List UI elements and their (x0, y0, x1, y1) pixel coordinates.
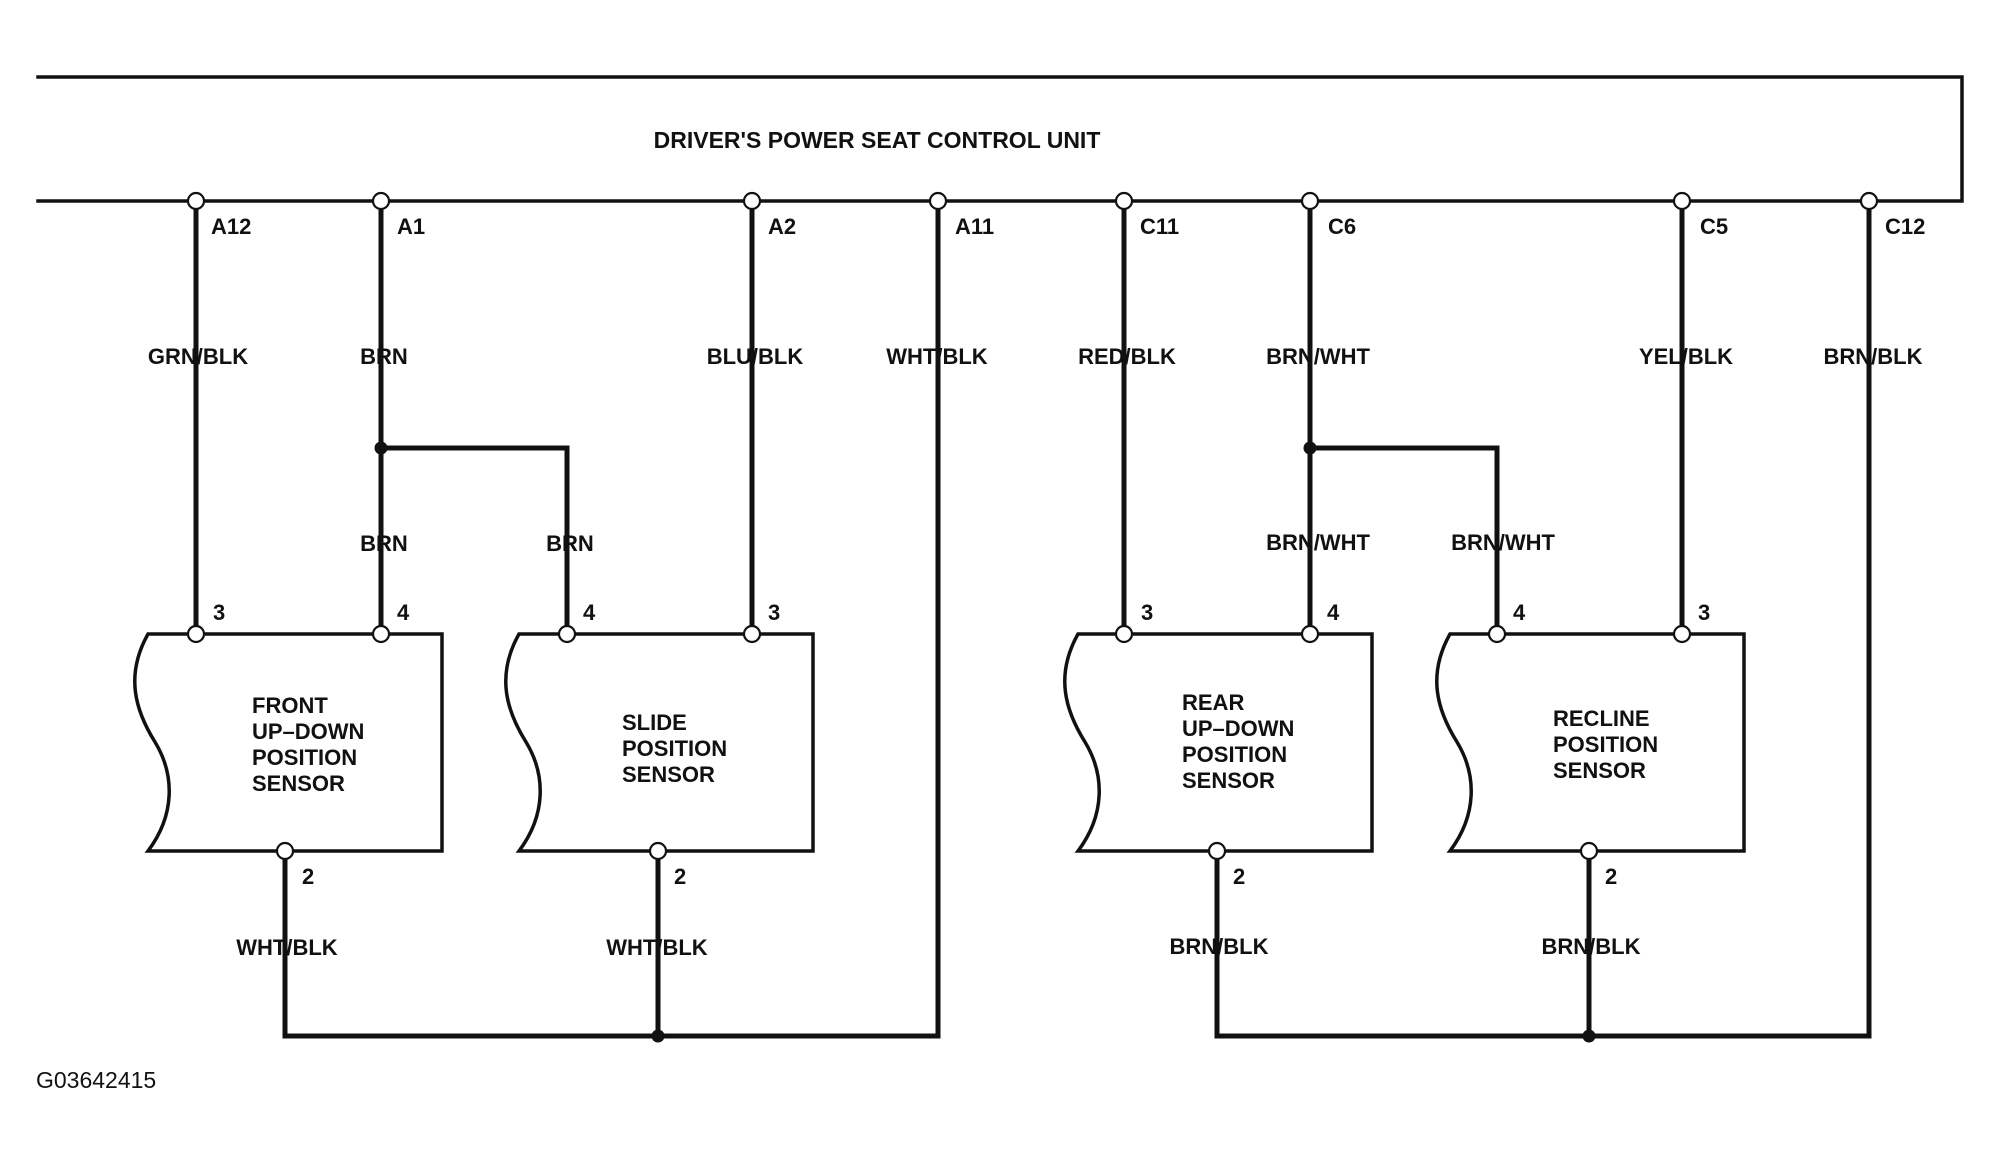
pin-label: 3 (1698, 600, 1710, 625)
sensor-name-line: POSITION (1553, 732, 1658, 757)
figure-id: G03642415 (36, 1067, 156, 1093)
sensor-recline-position: RECLINE POSITION SENSOR (1435, 632, 1746, 853)
wire-color-a1: BRN (360, 344, 408, 369)
sensor-name-line: POSITION (1182, 742, 1287, 767)
sensor-name-line: SLIDE (622, 710, 687, 735)
wire-color-front-ground: WHT/BLK (236, 935, 338, 960)
pin-label: 4 (1513, 600, 1526, 625)
wire-c6-branch (1307, 445, 1500, 637)
splice-a1 (374, 441, 388, 455)
unit-wires (193, 198, 1872, 1039)
sensor-name-line: SENSOR (622, 762, 715, 787)
pin-label: 4 (397, 600, 410, 625)
wire-color-a1-branch-left: BRN (360, 531, 408, 556)
sensor-name-line: UP–DOWN (1182, 716, 1294, 741)
terminal-label-c12: C12 (1885, 214, 1925, 239)
wire-color-c6: BRN/WHT (1266, 344, 1370, 369)
sensor-name-line: SENSOR (1182, 768, 1275, 793)
splices (374, 441, 1596, 1043)
terminals (186, 191, 1879, 861)
sensor-terminal (1300, 624, 1320, 644)
terminal-labels: A12 A1 A2 A11 C11 C6 C5 C12 (211, 214, 1925, 239)
wire-color-a12: GRN/BLK (148, 344, 248, 369)
pin-label: 3 (768, 600, 780, 625)
pin-label: 2 (1233, 864, 1245, 889)
sensor-terminal (557, 624, 577, 644)
terminal-a12 (186, 191, 206, 211)
control-unit: DRIVER'S POWER SEAT CONTROL UNIT (36, 75, 1964, 203)
pin-label: 4 (1327, 600, 1340, 625)
terminal-label-c5: C5 (1700, 214, 1728, 239)
terminal-label-a12: A12 (211, 214, 251, 239)
wire-color-labels: GRN/BLK BRN BRN BRN BLU/BLK WHT/BLK RED/… (148, 344, 1923, 960)
wire-color-recline-ground: BRN/BLK (1542, 934, 1641, 959)
sensor-terminal (742, 624, 762, 644)
wire-color-rear-ground: BRN/BLK (1170, 934, 1269, 959)
sensor-terminal (275, 841, 295, 861)
sensor-terminal (1207, 841, 1227, 861)
terminal-label-c6: C6 (1328, 214, 1356, 239)
pin-label: 3 (1141, 600, 1153, 625)
wire-c12 (1214, 198, 1872, 1039)
wire-color-a2: BLU/BLK (707, 344, 804, 369)
wire-color-a1-branch-right: BRN (546, 531, 594, 556)
sensor-rear-up-down: REAR UP–DOWN POSITION SENSOR (1063, 632, 1374, 853)
wire-color-c12: BRN/BLK (1824, 344, 1923, 369)
wire-a1-branch (378, 445, 570, 637)
sensor-terminal (1579, 841, 1599, 861)
wire-color-c6-branch-right: BRN/WHT (1451, 530, 1555, 555)
sensor-terminal (1114, 624, 1134, 644)
splice-c6 (1303, 441, 1317, 455)
sensor-terminal (648, 841, 668, 861)
sensor-name-line: POSITION (252, 745, 357, 770)
terminal-label-a11: A11 (955, 214, 994, 239)
sensor-terminal (1672, 624, 1692, 644)
terminal-c5 (1672, 191, 1692, 211)
terminal-a2 (742, 191, 762, 211)
terminal-c6 (1300, 191, 1320, 211)
sensor-terminal (186, 624, 206, 644)
sensor-name-line: SENSOR (1553, 758, 1646, 783)
terminal-c12 (1859, 191, 1879, 211)
sensor-front-up-down: FRONT UP–DOWN POSITION SENSOR (133, 632, 444, 853)
sensor-name-line: POSITION (622, 736, 727, 761)
sensor-slide-position: SLIDE POSITION SENSOR (504, 632, 815, 853)
pin-label: 4 (583, 600, 596, 625)
pin-label: 3 (213, 600, 225, 625)
splice-left-ground (651, 1029, 665, 1043)
sensor-name-line: REAR (1182, 690, 1244, 715)
sensor-terminal (1487, 624, 1507, 644)
wire-a11 (282, 198, 941, 1039)
terminal-a1 (371, 191, 391, 211)
sensor-terminal (371, 624, 391, 644)
pin-label: 2 (302, 864, 314, 889)
terminal-c11 (1114, 191, 1134, 211)
pin-label: 2 (1605, 864, 1617, 889)
terminal-label-a2: A2 (768, 214, 796, 239)
pin-label: 2 (674, 864, 686, 889)
sensor-name-line: FRONT (252, 693, 328, 718)
terminal-label-a1: A1 (397, 214, 425, 239)
wire-color-a11: WHT/BLK (886, 344, 988, 369)
wire-color-slide-ground: WHT/BLK (606, 935, 708, 960)
sensor-name-line: RECLINE (1553, 706, 1650, 731)
sensor-name-line: UP–DOWN (252, 719, 364, 744)
control-unit-title: DRIVER'S POWER SEAT CONTROL UNIT (654, 127, 1101, 153)
splice-right-ground (1582, 1029, 1596, 1043)
wire-color-c6-branch-left: BRN/WHT (1266, 530, 1370, 555)
terminal-label-c11: C11 (1140, 214, 1179, 239)
sensor-name-line: SENSOR (252, 771, 345, 796)
wire-color-c5: YEL/BLK (1639, 344, 1733, 369)
terminal-a11 (928, 191, 948, 211)
wire-color-c11: RED/BLK (1078, 344, 1176, 369)
sensor-pin-labels: 3 4 2 4 3 2 3 4 2 4 3 2 (213, 600, 1710, 889)
